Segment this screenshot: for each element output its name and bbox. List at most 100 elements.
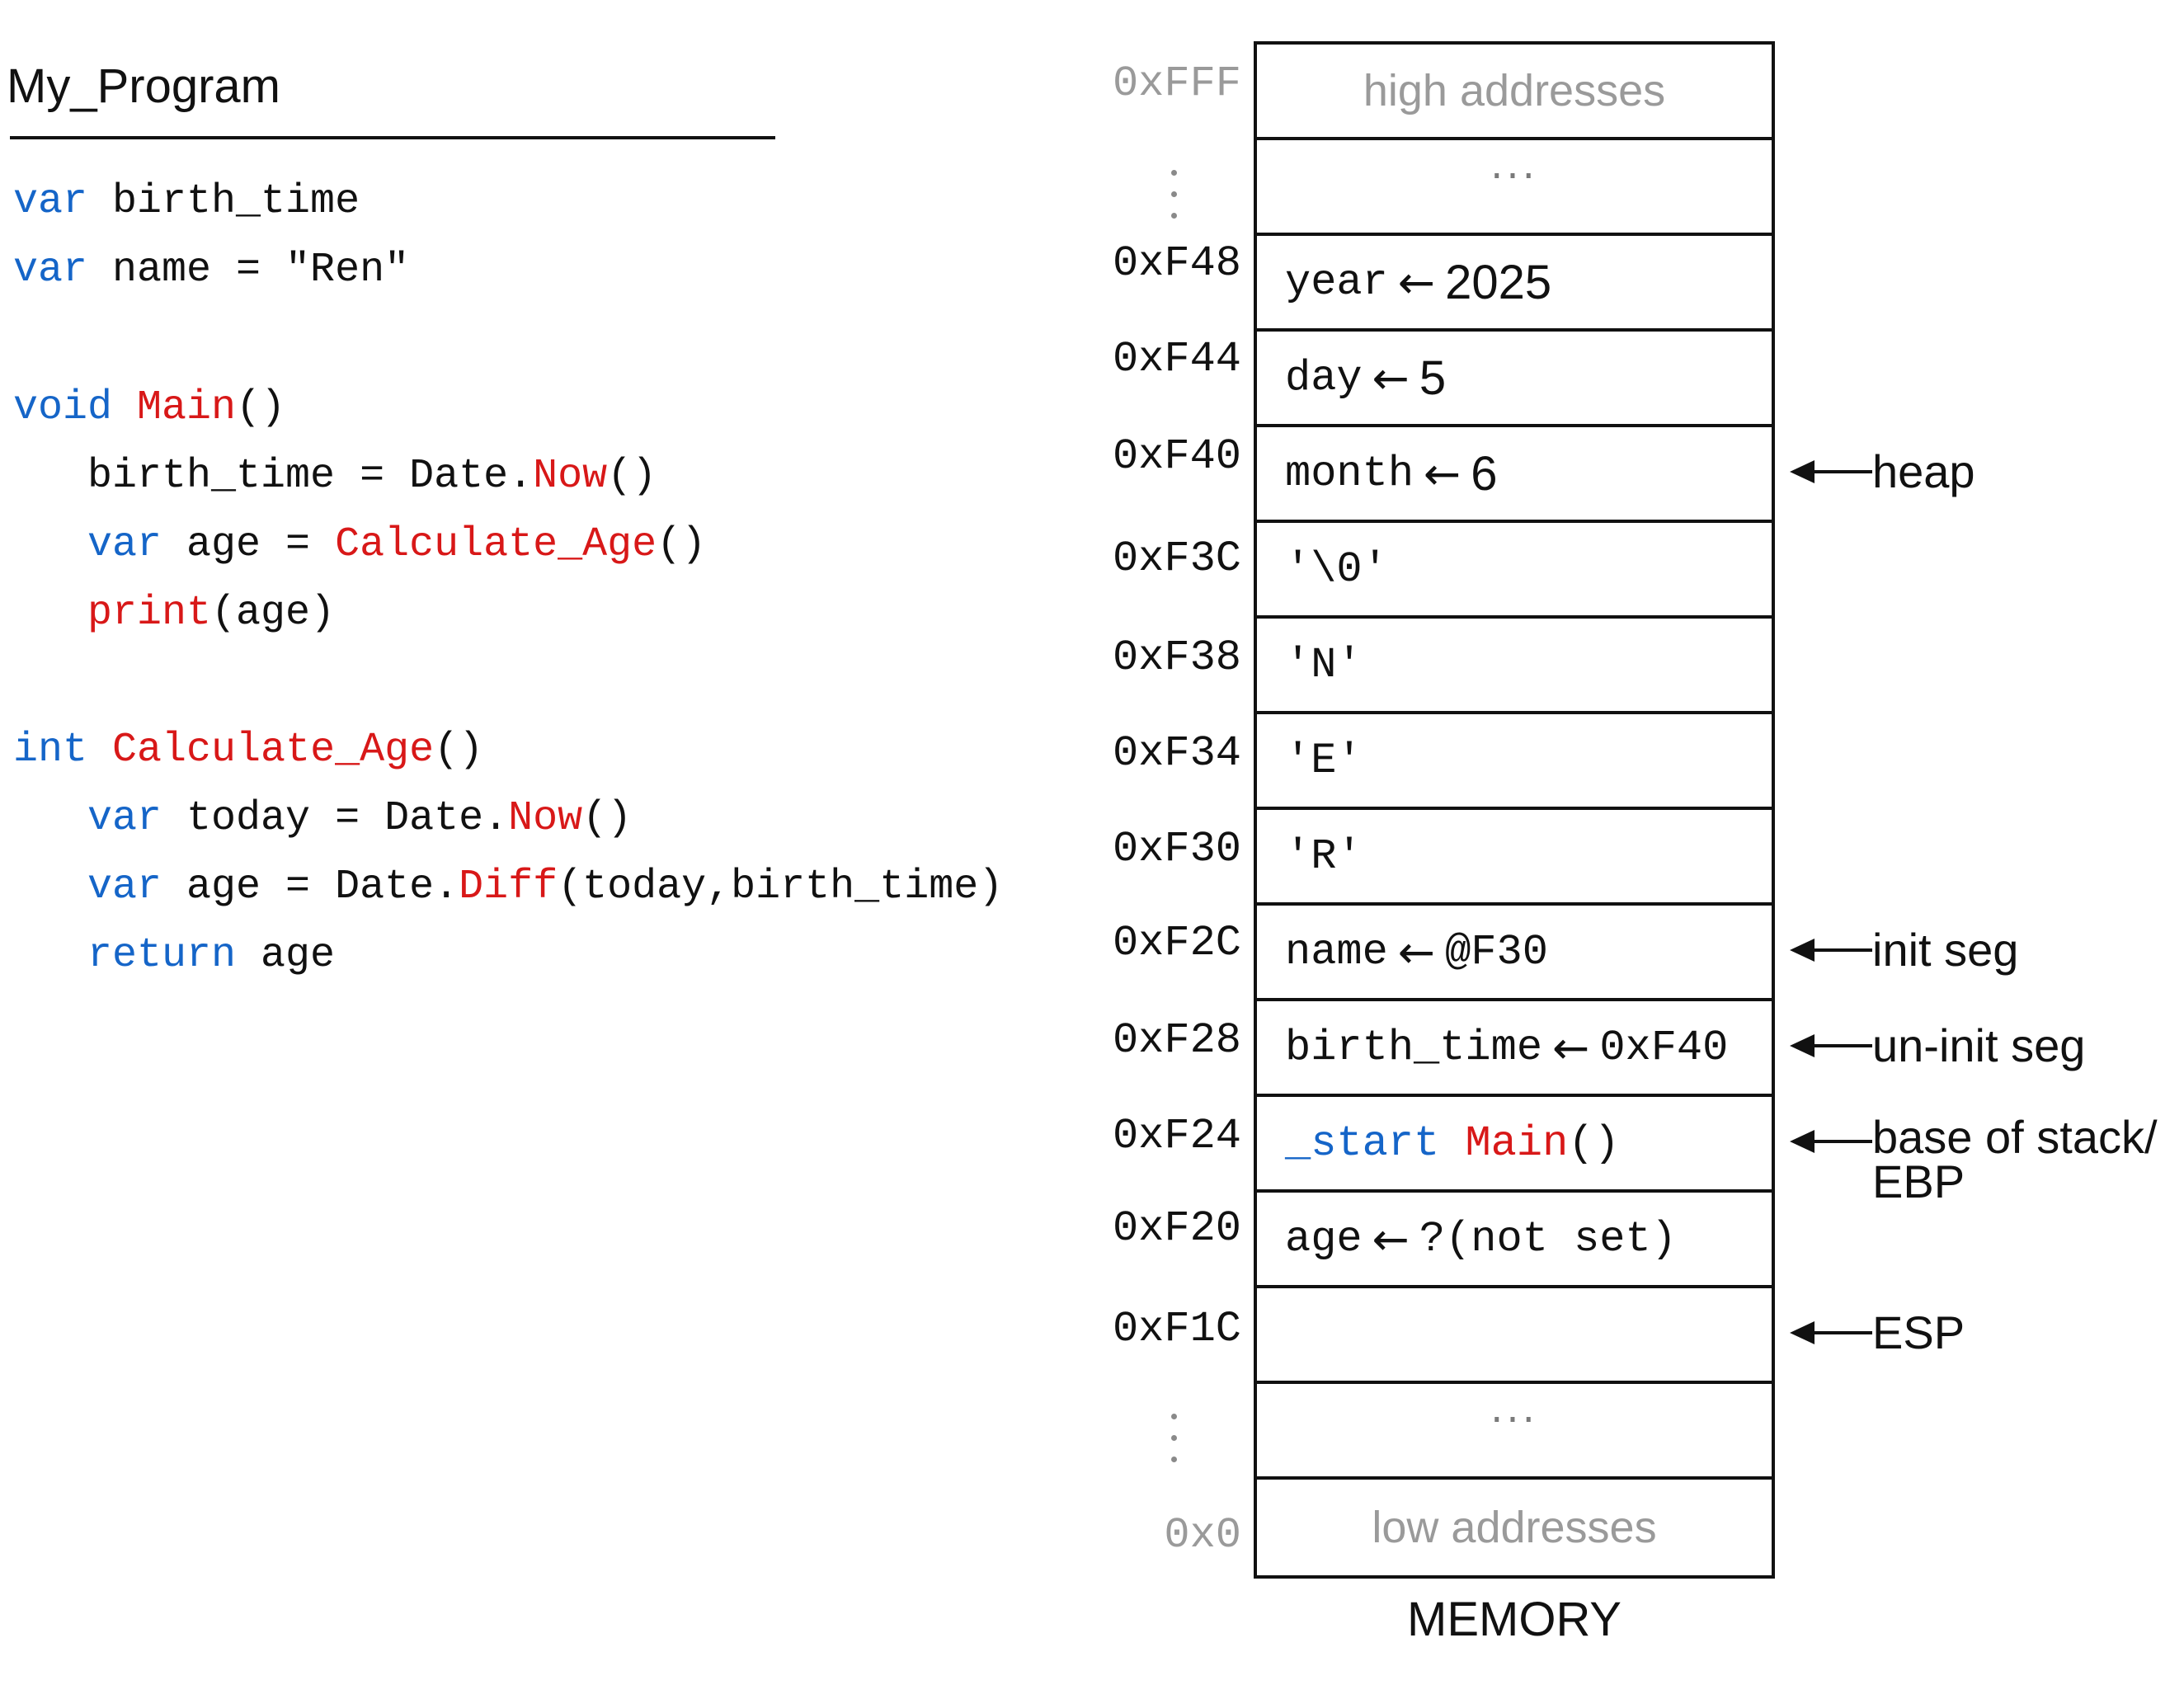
code-function: Main: [137, 384, 237, 431]
left-arrow-icon: ←: [1372, 351, 1410, 404]
pointer-label-line: heap: [1872, 445, 1975, 497]
vertical-ellipsis-icon: [1169, 170, 1179, 219]
code-function: Calculate_Age: [112, 727, 435, 774]
code-text: [87, 727, 112, 774]
register-pointer: base of stack/EBP: [1790, 1111, 2158, 1205]
left-arrow-icon: ←: [1397, 925, 1436, 978]
memory-cell: year←2025: [1257, 236, 1772, 332]
code-text: (): [657, 521, 707, 568]
code-text: (): [607, 453, 657, 500]
register-pointer: init seg: [1790, 925, 2018, 975]
code-text: [13, 590, 87, 637]
code-text: [13, 521, 87, 568]
pointer-label: heap: [1872, 448, 1975, 496]
code-line: var today = Date.Now(): [13, 794, 632, 844]
pointer-label-line: init seg: [1872, 924, 2019, 976]
cell-variable-name: month: [1285, 449, 1414, 498]
left-arrow-icon: ←: [1372, 1212, 1410, 1265]
code-text: [13, 864, 87, 911]
code-text: birth_time: [87, 178, 360, 225]
arrow-head-icon: [1790, 1321, 1815, 1344]
cell-char-value: 'N': [1285, 640, 1363, 689]
code-text: age: [236, 932, 336, 979]
memory-cell: ···: [1257, 1384, 1772, 1480]
register-pointer: heap: [1790, 447, 1975, 497]
cell-char-value: 'R': [1285, 831, 1363, 881]
cell-start-label: _start: [1285, 1118, 1440, 1168]
cell-space: [1439, 1119, 1465, 1168]
memory-address: 0xF1C: [1112, 1305, 1241, 1353]
ellipsis-icon: ···: [1490, 153, 1538, 200]
code-text: age =: [162, 521, 336, 568]
memory-address: 0xF30: [1112, 825, 1241, 873]
code-keyword: void: [13, 384, 113, 431]
left-arrow-icon: ←: [1552, 1021, 1590, 1074]
memory-address: 0xF2C: [1112, 919, 1241, 967]
code-text: (): [434, 727, 484, 774]
cell-value: ?(not set): [1419, 1214, 1677, 1264]
arrow-head-icon: [1790, 460, 1815, 483]
cell-paren: (): [1568, 1118, 1620, 1168]
code-function: Calculate_Age: [335, 521, 657, 568]
cell-value: 2025: [1445, 255, 1552, 309]
code-line: var age = Date.Diff(today,birth_time): [13, 863, 1003, 912]
memory-address: 0xF3C: [1112, 534, 1241, 583]
code-function: Now: [533, 453, 608, 500]
code-keyword: var: [87, 521, 162, 568]
code-line: var birth_time: [13, 177, 360, 227]
code-text: [13, 932, 87, 979]
code-line: print(age): [13, 589, 335, 638]
vertical-ellipsis-icon: [1169, 1414, 1179, 1463]
pointer-label-line: ESP: [1872, 1306, 1965, 1358]
cell-variable-name: year: [1285, 257, 1388, 307]
pointer-label-line: base of stack/: [1872, 1111, 2158, 1163]
code-text: (): [582, 795, 633, 842]
memory-cell: low addresses: [1257, 1480, 1772, 1575]
memory-address: 0xF34: [1112, 729, 1241, 778]
pointer-label-line: un-init seg: [1872, 1019, 2086, 1071]
code-line: void Main(): [13, 384, 285, 433]
memory-cell: 'N': [1257, 619, 1772, 714]
memory-cell: 'E': [1257, 714, 1772, 810]
memory-address: 0xF24: [1112, 1112, 1241, 1160]
register-pointer: ESP: [1790, 1308, 1965, 1358]
cell-value: 0xF40: [1599, 1023, 1729, 1072]
arrow-shaft: [1815, 470, 1872, 473]
memory-address: 0xF20: [1112, 1204, 1241, 1253]
left-arrow-icon: ←: [1397, 256, 1436, 308]
arrow-shaft: [1815, 1331, 1872, 1334]
arrow-shaft: [1815, 948, 1872, 952]
cell-char-value: 'E': [1285, 736, 1363, 785]
code-keyword: var: [13, 247, 88, 294]
cell-variable-name: age: [1285, 1214, 1363, 1264]
memory-caption: MEMORY: [1407, 1593, 1622, 1646]
arrow-head-icon: [1790, 1130, 1815, 1153]
memory-cell: age←?(not set): [1257, 1193, 1772, 1288]
cell-variable-name: name: [1285, 927, 1388, 977]
code-line: var name = "Ren": [13, 246, 409, 295]
memory-address: 0xF48: [1112, 239, 1241, 288]
code-text: [13, 795, 87, 842]
register-pointer: un-init seg: [1790, 1021, 2085, 1071]
program-title: My_Program: [7, 59, 280, 113]
memory-address: 0x0: [1164, 1511, 1241, 1560]
memory-address: 0xFFF: [1112, 59, 1241, 108]
memory-address: 0xF38: [1112, 633, 1241, 682]
code-text: today = Date.: [162, 795, 509, 842]
memory-cell: name←@F30: [1257, 906, 1772, 1001]
code-text: [112, 384, 137, 431]
pointer-label: un-init seg: [1872, 1022, 2085, 1070]
cell-main-label: Main: [1465, 1118, 1569, 1168]
memory-address: 0xF40: [1112, 432, 1241, 481]
code-keyword: var: [13, 178, 88, 225]
code-function: Diff: [459, 864, 558, 911]
memory-address: 0xF28: [1112, 1016, 1241, 1065]
pointer-label-line: EBP: [1872, 1155, 1965, 1207]
code-keyword: int: [13, 727, 88, 774]
memory-cell: high addresses: [1257, 45, 1772, 140]
memory-cell: month←6: [1257, 427, 1772, 523]
code-text: age = Date.: [162, 864, 459, 911]
arrow-head-icon: [1790, 1034, 1815, 1057]
